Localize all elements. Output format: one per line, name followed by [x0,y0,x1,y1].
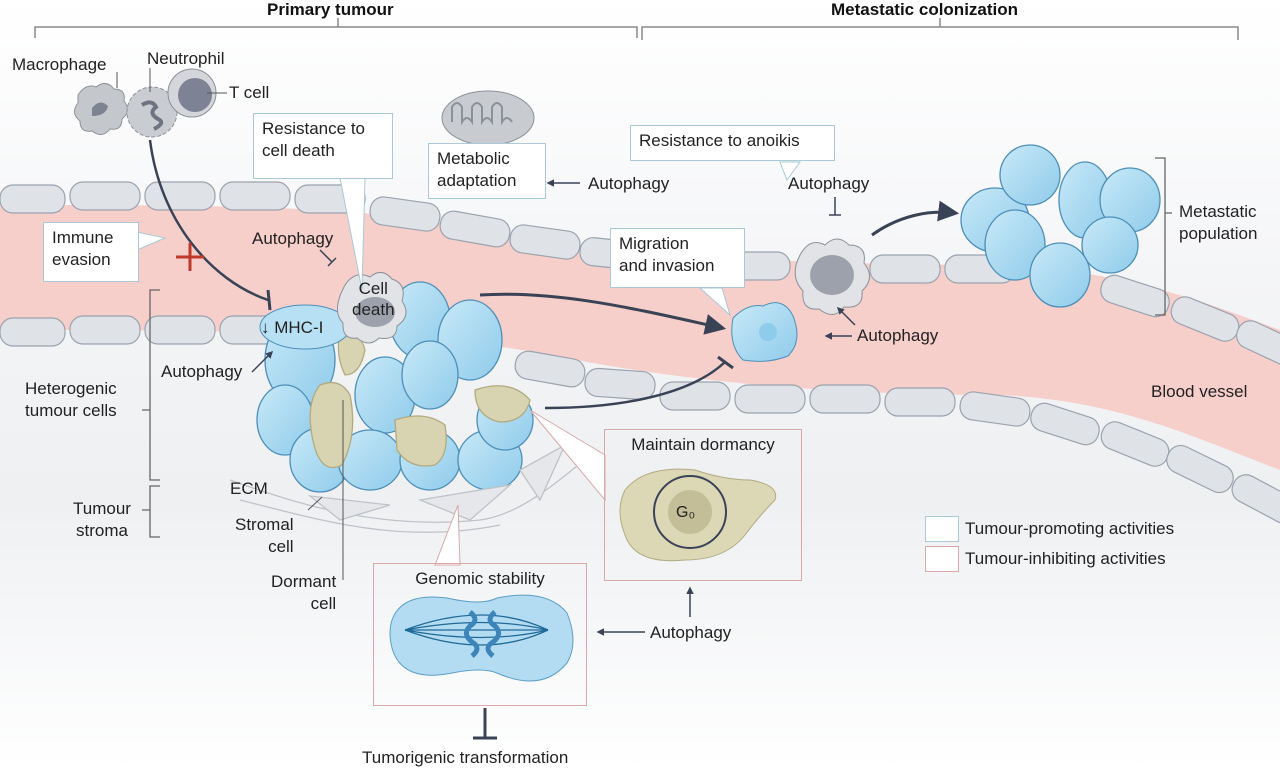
callout-text: cell death [262,141,335,160]
autophagy-arrow-mhc [251,350,274,373]
label-autophagy-migrating: Autophagy [857,326,939,345]
mitotic-cell-icon [389,594,574,682]
inhibit-bar [266,289,272,311]
label-text: Dormant [271,572,337,591]
label-stromal-cell: Stromal cell [235,514,294,558]
callout-text: evasion [52,250,111,269]
primary-bracket [34,18,638,38]
callout-text: Resistance to [262,119,365,138]
callout-tail [434,504,461,566]
label-macrophage: Macrophage [12,55,107,74]
dormancy-inhibit-line [544,361,726,410]
nucleus [759,323,777,341]
mitochondrion-icon [441,90,535,146]
callout-text: Migration [619,234,689,253]
stroma-bracket [142,485,160,538]
callout-metabolic-adaptation: Metabolic adaptation [428,143,546,199]
autophagy-arrow-anoikis-cell [836,306,856,326]
label-text: Metastatic [1179,202,1257,221]
macrophage-icon [74,83,128,135]
autophagy-inhibit-anoikis [829,197,841,216]
anoikis-cell-icon [794,238,870,315]
label-mhc-i: ↓ MHC-I [261,318,324,337]
callout-tail [779,161,801,182]
callout-genomic-stability: Genomic stability [373,563,587,706]
label-metastatic-population: Metastatic population [1179,201,1257,245]
label-text: death [352,300,395,319]
label-autophagy-genomic: Autophagy [650,623,732,642]
callout-migration-invasion: Migration and invasion [610,228,745,288]
label-heterogenic-tumour-cells: Heterogenic tumour cells [25,378,117,422]
metastatic-bracket [641,18,1239,40]
label-tumour-stroma: Tumour stroma [73,498,131,542]
callout-resistance-anoikis: Resistance to anoikis [630,125,835,161]
label-tumorigenic-transformation: Tumorigenic transformation [362,748,569,767]
t-cell-icon [167,68,217,118]
tumour-stroma [229,443,591,533]
label-text: Cell [358,279,388,298]
legend-swatch-promoting [925,516,959,542]
callout-text: Immune [52,228,114,247]
legend-label-inhibiting: Tumour-inhibiting activities [965,549,1166,568]
callout-tail [529,409,606,502]
primary-tumour-mass [256,281,534,493]
dormant-g0-cell-icon [619,468,777,562]
label-text: cell [310,594,337,613]
migration-arrow [479,292,727,335]
label-autophagy-anoikis: Autophagy [788,174,870,193]
legend-label-promoting: Tumour-promoting activities [965,519,1175,538]
label-neutrophil: Neutrophil [147,49,225,68]
leader-lines [116,68,344,580]
label-text: Heterogenic [25,379,117,398]
label-ecm: ECM [230,479,268,498]
metastatic-bracket-line [1155,157,1172,316]
heterogenic-bracket [142,289,160,481]
legend-swatch-inhibiting [925,546,959,572]
autophagy-inhibit-death [319,249,337,267]
callout-immune-evasion: Immune evasion [43,222,139,282]
neutrophil-icon [126,86,178,138]
callout-resistance-cell-death: Resistance to cell death [253,113,393,179]
callout-text: Genomic stability [415,569,545,588]
callout-text: Metabolic [437,149,510,168]
label-text: population [1179,224,1258,243]
immune-attack-line [148,139,269,302]
label-cell-death: Cell death [352,278,395,320]
callout-text: and invasion [619,256,715,275]
label-t-cell: T cell [229,83,270,102]
blocked-cross-icon [176,243,204,271]
label-text: cell [268,537,294,556]
label-g0: G₀ [676,504,696,521]
header-primary-tumour: Primary tumour [267,0,394,19]
metastatic-cluster [960,144,1161,308]
inhibit-bar [717,355,734,370]
colonization-arrow [871,200,960,237]
label-text: Tumour [73,499,131,518]
label-dormant-cell: Dormant cell [271,571,336,615]
callout-text: adaptation [437,171,517,190]
label-blood-vessel: Blood vessel [1151,382,1248,401]
label-autophagy-mhc: Autophagy [161,362,243,381]
callout-tail [698,287,731,317]
label-autophagy-metabolic: Autophagy [588,174,670,193]
header-metastatic-colonization: Metastatic colonization [831,0,1019,19]
label-text: tumour cells [25,401,117,420]
genomic-inhibit [473,708,497,740]
label-text: Stromal [235,515,294,534]
label-text: stroma [75,521,128,540]
callout-maintain-dormancy: Maintain dormancy [604,429,802,581]
callout-text: Maintain dormancy [631,435,775,454]
label-autophagy-cell-death: Autophagy [252,229,334,248]
dying-cell-icon [337,272,407,344]
